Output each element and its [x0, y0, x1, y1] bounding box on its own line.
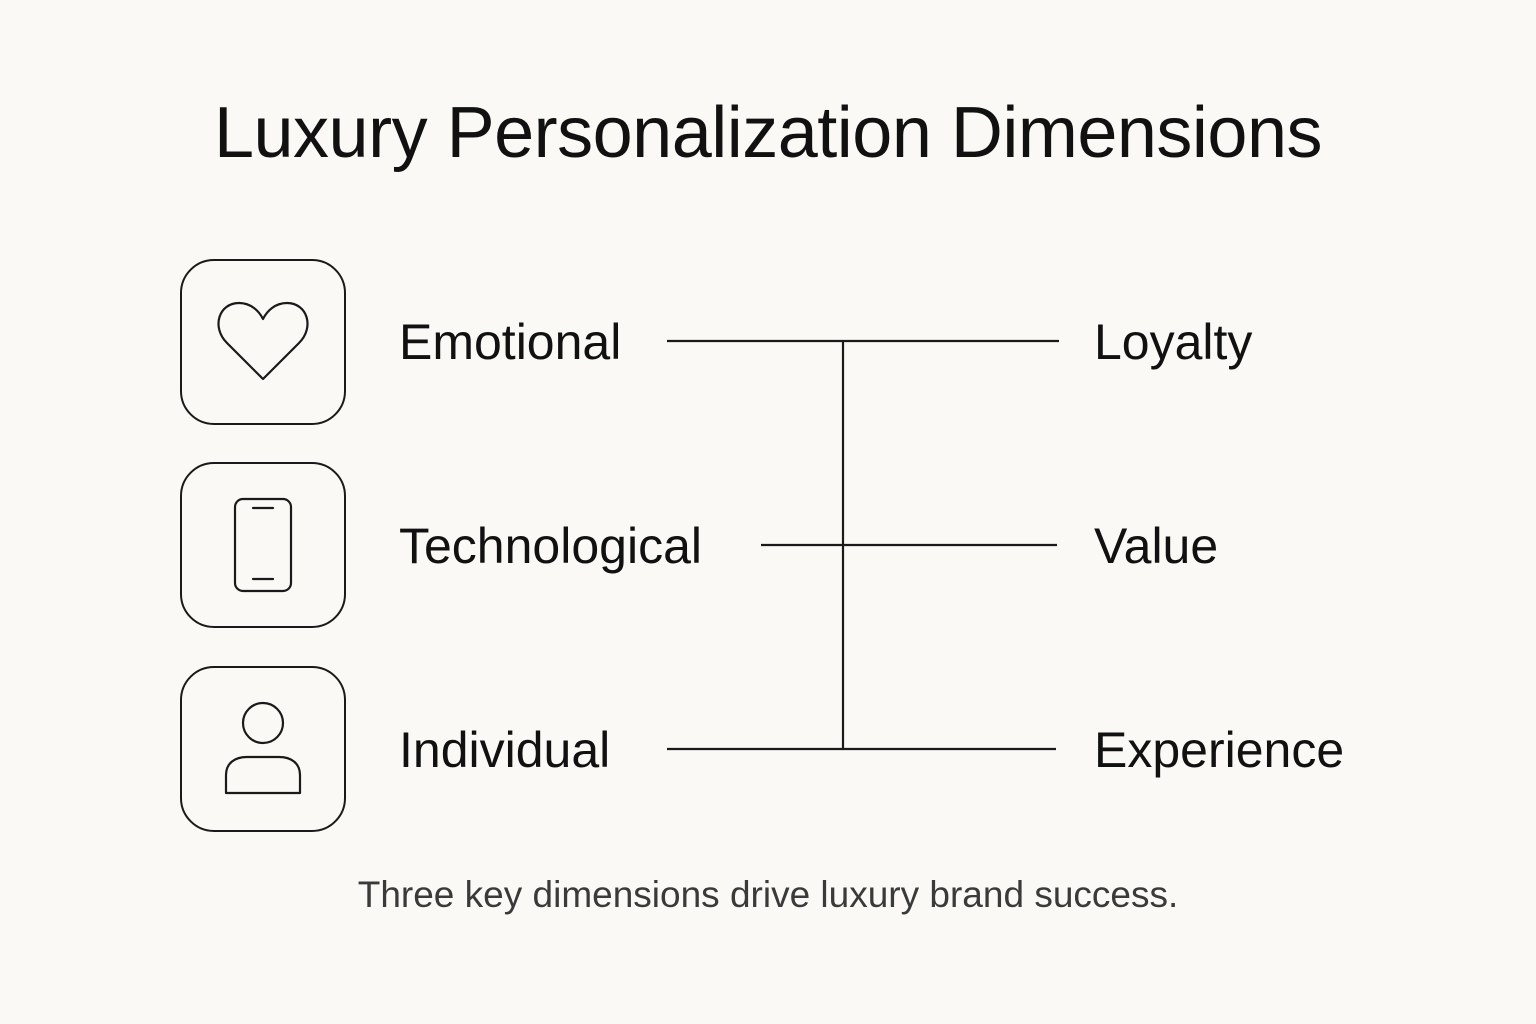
diagram-title: Luxury Personalization Dimensions	[213, 93, 1323, 173]
smartphone-icon	[233, 497, 293, 593]
emotional-icon-box	[180, 259, 346, 425]
dimension-label-technological: Technological	[399, 518, 702, 574]
outcome-label-experience: Experience	[1094, 722, 1345, 778]
heart-icon	[217, 301, 309, 381]
outcome-label-value: Value	[1094, 518, 1219, 574]
dimension-label-emotional: Emotional	[399, 314, 622, 370]
person-icon	[224, 701, 302, 795]
individual-icon-box	[180, 666, 346, 832]
dimension-label-individual: Individual	[399, 722, 611, 778]
technological-icon-box	[180, 462, 346, 628]
diagram-caption: Three key dimensions drive luxury brand …	[357, 874, 1179, 915]
outcome-label-loyalty: Loyalty	[1094, 314, 1253, 370]
